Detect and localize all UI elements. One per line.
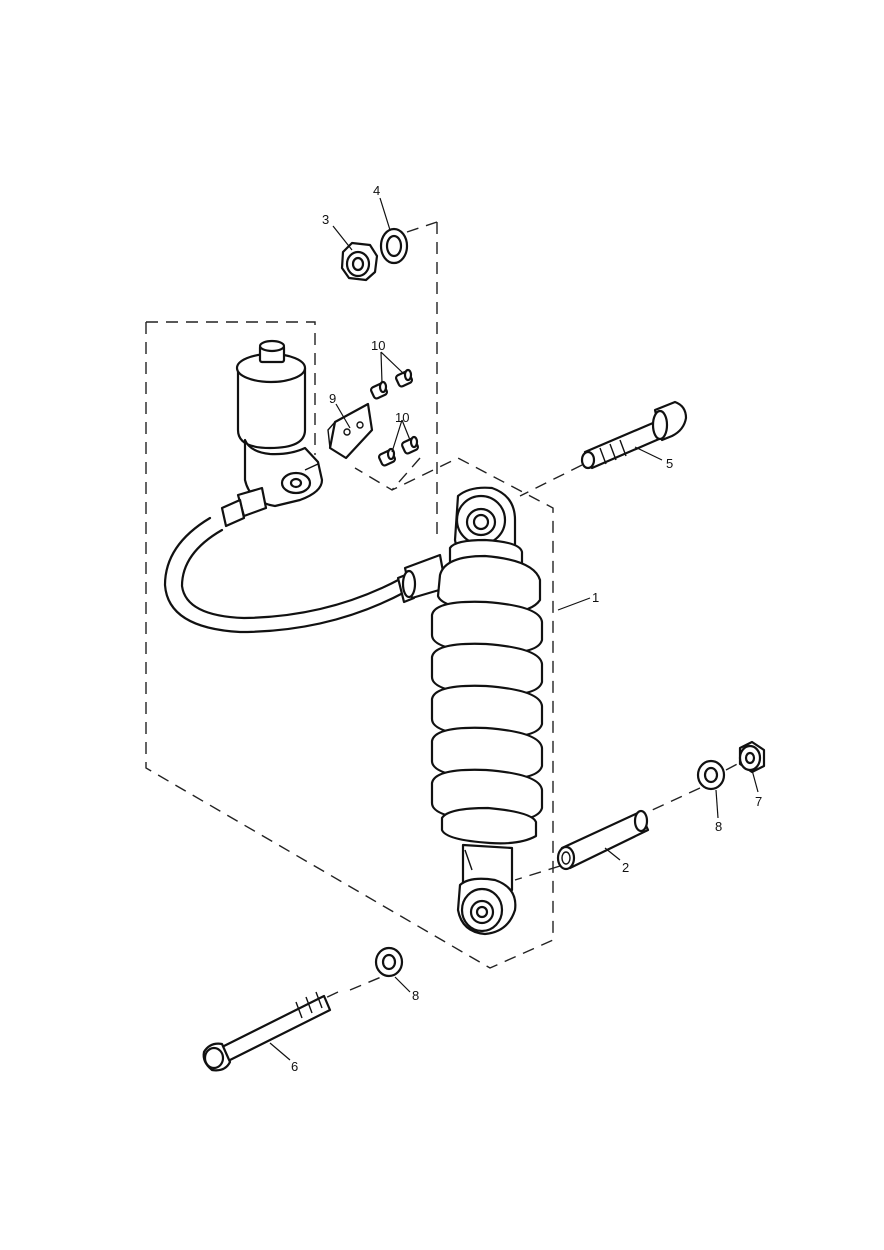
nut-part-3 (340, 241, 379, 282)
nut-part-7 (738, 740, 766, 774)
spacer-tube-part-2 (556, 809, 650, 871)
callout-4: 4 (373, 183, 380, 198)
leader-lines (269, 197, 759, 1061)
washer-part-4 (379, 227, 409, 265)
callout-10-upper: 10 (371, 338, 385, 353)
callout-9: 9 (329, 391, 336, 406)
screw (395, 368, 413, 388)
washer-part-8-upper (696, 759, 726, 791)
screw (378, 447, 396, 467)
washer-part-8-lower (374, 946, 404, 978)
callout-6: 6 (291, 1059, 298, 1074)
callout-8-lower: 8 (412, 988, 419, 1003)
shock-absorber-part-1 (430, 486, 544, 936)
screw (401, 435, 419, 455)
reservoir-hose (163, 486, 448, 634)
lower-bolt-part-6 (202, 991, 332, 1072)
screw (370, 380, 388, 400)
callout-7: 7 (755, 794, 762, 809)
upper-bolt-part-5 (580, 400, 688, 470)
callout-1: 1 (592, 590, 599, 605)
callout-labels: 1 2 3 4 5 6 7 8 8 9 10 10 (291, 183, 762, 1074)
callout-5: 5 (666, 456, 673, 471)
reservoir-canister (235, 339, 324, 508)
callout-10-lower: 10 (395, 410, 409, 425)
callout-2: 2 (622, 860, 629, 875)
screws-part-10 (370, 368, 419, 467)
callout-3: 3 (322, 212, 329, 227)
bracket-part-9 (327, 402, 374, 460)
callout-8-upper: 8 (715, 819, 722, 834)
coil-spring (430, 600, 544, 823)
